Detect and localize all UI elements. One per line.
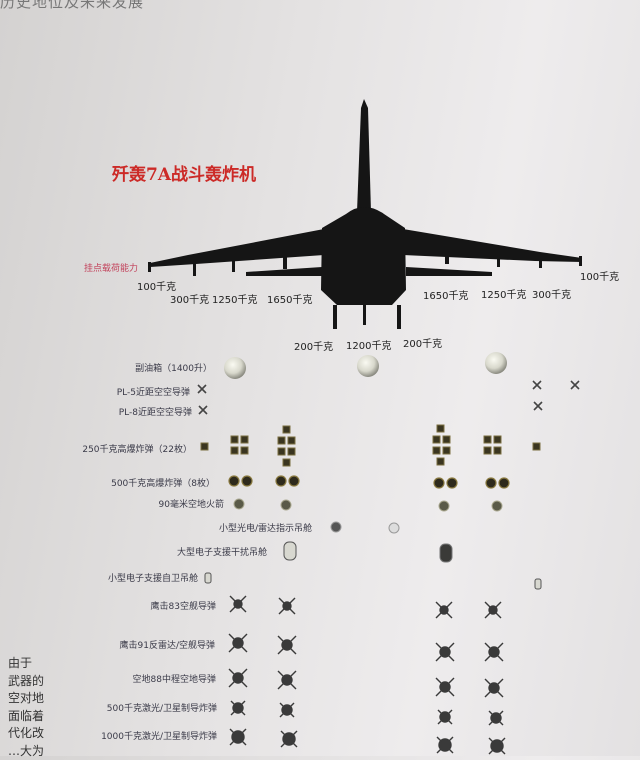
hardpoint-capacity-label: 挂点载荷能力 bbox=[84, 264, 139, 274]
store-label: 小型光电/雷达指示吊舱 bbox=[218, 524, 312, 534]
store-label: 250千克高爆炸弹（22枚） bbox=[82, 445, 192, 455]
weight-label: 1250千克 bbox=[481, 290, 527, 301]
weight-label: 100千克 bbox=[580, 272, 620, 283]
store-label: 鹰击91反雷达/空舰导弹 bbox=[119, 641, 216, 651]
store-label: 空地88中程空地导弹 bbox=[132, 675, 216, 685]
store-label: 副油箱（1400升） bbox=[135, 364, 212, 374]
weight-label: 300千克 bbox=[170, 295, 210, 306]
weight-label: 1650千克 bbox=[267, 295, 313, 306]
weight-label: 1250千克 bbox=[212, 295, 258, 306]
store-label: 500千克激光/卫星制导炸弹 bbox=[106, 704, 217, 714]
diagram-title: 歼轰7A战斗轰炸机 bbox=[112, 165, 257, 185]
weight-label: 200千克 bbox=[294, 342, 334, 353]
store-label: 大型电子支援干扰吊舱 bbox=[176, 548, 267, 558]
side-body-text: 由于 武器的 空对地 面临着 代化改 …大为 bbox=[8, 656, 45, 758]
store-label: 500千克高爆炸弹（8枚） bbox=[111, 479, 215, 489]
store-label: 小型电子支援自卫吊舱 bbox=[107, 574, 198, 584]
weight-label: 200千克 bbox=[403, 339, 443, 350]
weight-label: 100千克 bbox=[137, 282, 177, 293]
store-label: PL-8近距空空导弹 bbox=[118, 408, 192, 418]
weight-label: 1200千克 bbox=[346, 341, 392, 352]
weight-label: 300千克 bbox=[532, 290, 572, 301]
store-label: 90毫米空地火箭 bbox=[158, 500, 224, 510]
store-label: 鹰击83空舰导弹 bbox=[150, 602, 216, 612]
store-label: PL-5近距空空导弹 bbox=[116, 388, 190, 398]
page-header-fragment: 历史地位及未来发展 bbox=[0, 0, 145, 11]
store-label: 1000千克激光/卫星制导炸弹 bbox=[101, 732, 217, 742]
weight-label: 1650千克 bbox=[423, 291, 469, 302]
